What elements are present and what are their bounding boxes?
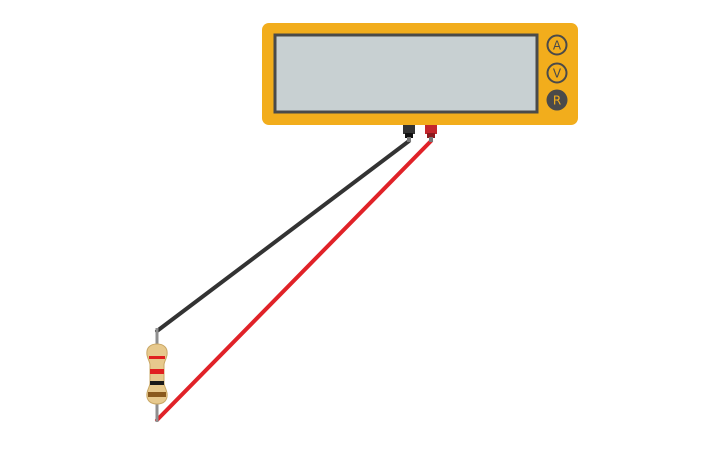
resistor-band-4: [148, 392, 166, 397]
voltmeter-mode-button[interactable]: V: [546, 62, 568, 84]
resistor-top-lead[interactable]: [155, 328, 159, 346]
ohmmeter-mode-button[interactable]: R: [546, 89, 568, 111]
red-wire[interactable]: [155, 139, 433, 422]
resistor-band-3: [150, 381, 164, 385]
resistor[interactable]: [146, 328, 168, 422]
voltmeter-mode-label: V: [553, 67, 562, 81]
ammeter-mode-label: A: [553, 39, 562, 53]
positive-probe-terminal[interactable]: [425, 125, 437, 142]
black-wire[interactable]: [155, 139, 411, 333]
negative-probe-terminal[interactable]: [403, 125, 415, 142]
wires: [155, 139, 433, 422]
resistor-band-2: [150, 369, 164, 374]
multimeter[interactable]: A V R: [262, 23, 578, 142]
multimeter-screen: [273, 33, 539, 114]
resistor-band-1: [149, 356, 165, 359]
ammeter-mode-button[interactable]: A: [546, 34, 568, 56]
ohmmeter-mode-label: R: [553, 94, 561, 108]
resistor-bottom-lead[interactable]: [155, 403, 159, 422]
